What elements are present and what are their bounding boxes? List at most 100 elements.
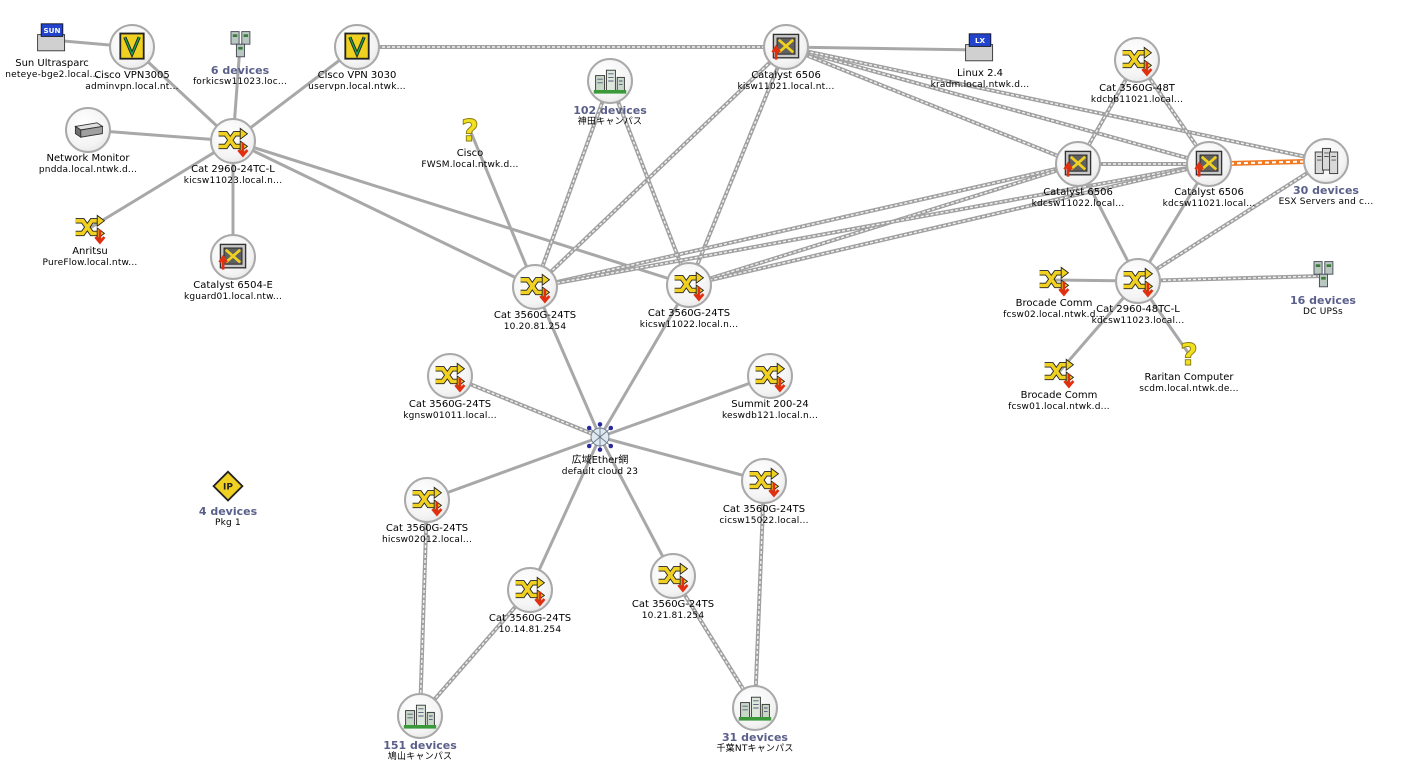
node-icon[interactable] (109, 24, 155, 70)
node-icon[interactable] (763, 24, 809, 70)
link-kgnsw-cloud[interactable] (449, 374, 601, 439)
node-icon[interactable] (1114, 37, 1160, 83)
node-icon[interactable] (1039, 354, 1079, 390)
link-hicsw-hato[interactable] (418, 499, 429, 717)
link-summit-cloud[interactable] (599, 374, 771, 439)
link-kisw-esx[interactable] (785, 45, 1327, 163)
link-fwsm-c1[interactable] (468, 129, 537, 288)
link-vpn3030-kicsw[interactable] (232, 45, 358, 143)
link-kanda-kicsw22[interactable] (608, 80, 691, 286)
link-kisw-linux[interactable] (785, 45, 981, 52)
link-kdcsw22-c1[interactable] (534, 162, 1079, 289)
node-icon[interactable]: IP (208, 469, 248, 505)
device-count[interactable]: 16 devices (1290, 294, 1356, 307)
node-icon[interactable]: LX (960, 32, 1000, 68)
node-icon[interactable]: SUN (32, 22, 72, 58)
node-icon[interactable] (334, 24, 380, 70)
link-kdcsw23-ups[interactable] (1137, 274, 1324, 283)
device-count[interactable]: 31 devices (722, 731, 788, 744)
node-icon[interactable] (732, 685, 778, 731)
link-c1-cloud[interactable] (533, 286, 602, 438)
link-hicsw-cloud[interactable] (426, 435, 601, 502)
link-anritsu-kicsw[interactable] (89, 139, 234, 230)
node-icon[interactable]: ? (450, 112, 490, 148)
link-c21-chiba[interactable] (671, 574, 757, 710)
link-kisw-kicsw22[interactable] (687, 46, 788, 286)
node-icon[interactable] (220, 28, 260, 64)
device-count[interactable]: 30 devices (1293, 184, 1359, 197)
node-icon[interactable] (1115, 258, 1161, 304)
device-count[interactable]: 6 devices (210, 64, 270, 77)
node-icon[interactable] (70, 210, 110, 246)
node-icon[interactable] (427, 353, 473, 399)
node-icon[interactable] (397, 693, 443, 739)
device-count[interactable]: 151 devices (383, 739, 457, 752)
link-kisw-c1[interactable] (533, 45, 788, 289)
node-icon[interactable] (650, 553, 696, 599)
link-kicsw-c1[interactable] (232, 139, 536, 289)
link-esx-kdcsw23[interactable] (1136, 159, 1328, 283)
node-icon[interactable] (210, 234, 256, 280)
link-c14-cloud[interactable] (528, 436, 602, 591)
link-netmon-kicsw[interactable] (87, 128, 234, 143)
device-count[interactable]: 4 devices (198, 505, 258, 518)
node-icon[interactable] (741, 458, 787, 504)
link-c14-hato[interactable] (418, 588, 532, 718)
link-kisw-kdcsw21[interactable] (785, 45, 1210, 166)
link-c21-cloud[interactable] (598, 436, 675, 577)
node-icon[interactable] (507, 567, 553, 613)
node-icon[interactable] (587, 58, 633, 104)
link-kicsw-kicsw22[interactable] (232, 139, 690, 287)
link-cicsw-cloud[interactable] (599, 435, 765, 483)
link-kdcsw21-c1[interactable] (534, 162, 1210, 289)
device-count[interactable]: 102 devices (573, 104, 647, 117)
node-icon[interactable] (747, 353, 793, 399)
link-kdcsw21-kicsw22[interactable] (688, 162, 1210, 287)
link-kicsw22-cloud[interactable] (598, 284, 691, 438)
link-cicsw-chiba[interactable] (753, 480, 766, 709)
node-icon[interactable] (65, 107, 111, 153)
link-kanda-c1[interactable] (533, 80, 612, 288)
node-icon[interactable] (1034, 262, 1074, 298)
node-icon[interactable] (210, 118, 256, 164)
node-icon[interactable] (580, 419, 620, 455)
node-icon[interactable] (1303, 138, 1349, 184)
node-icon[interactable] (1186, 141, 1232, 187)
node-icon[interactable] (404, 477, 450, 523)
node-icon[interactable] (666, 262, 712, 308)
node-icon[interactable] (1055, 141, 1101, 187)
node-icon[interactable] (512, 264, 558, 310)
